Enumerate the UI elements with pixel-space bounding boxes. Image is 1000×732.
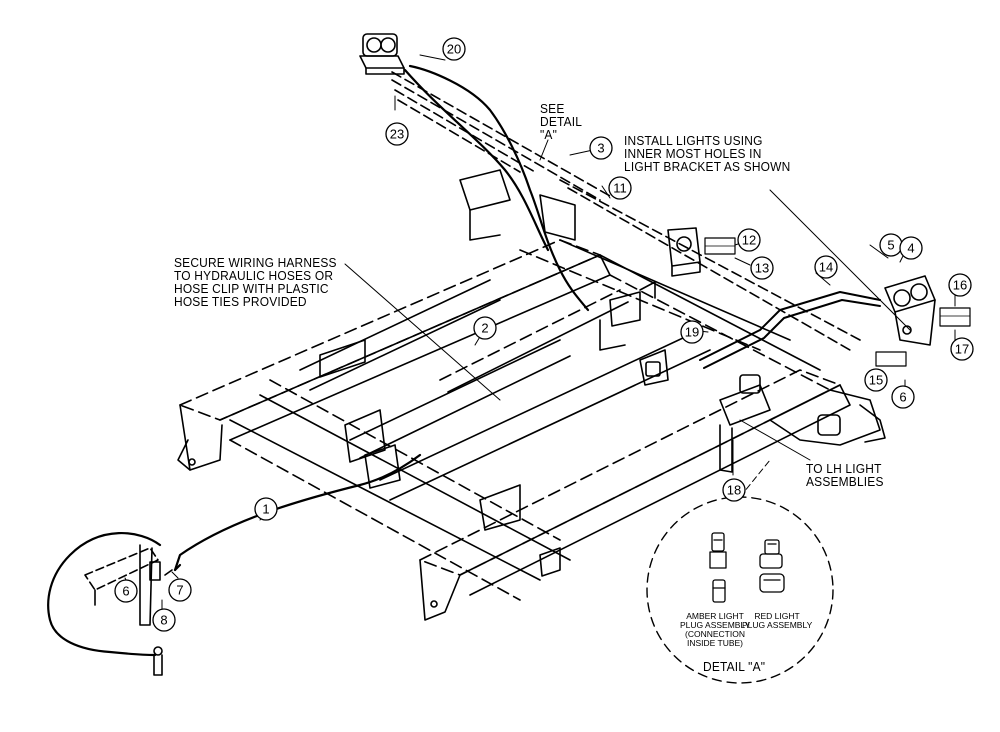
callout-number: 3 [597, 141, 604, 156]
callout-circle [948, 273, 972, 297]
callout-circle [385, 122, 409, 146]
right-light-assembly [884, 275, 936, 346]
callout-number: 13 [755, 261, 769, 276]
callout-18: 18 [722, 478, 746, 502]
callout-number: 8 [160, 613, 167, 628]
callout-4: 4 [899, 236, 923, 260]
callout-circle [750, 256, 774, 280]
callout-circle [589, 136, 613, 160]
callout-19: 19 [680, 320, 704, 344]
main-frame [177, 239, 851, 621]
callout-circle [608, 176, 632, 200]
upper-tube [391, 71, 861, 351]
callout-circle [722, 478, 746, 502]
callout-number: 19 [685, 325, 699, 340]
callout-circle [864, 368, 888, 392]
bottom-left-bracket [84, 544, 173, 676]
callout-number: 14 [819, 260, 833, 275]
red-light-label: RED LIGHT PLUG ASSEMBLY [742, 611, 813, 630]
harness-1 [47, 453, 422, 657]
callout-number: 12 [742, 233, 756, 248]
callout-3: 3 [589, 136, 613, 160]
callout-11: 11 [608, 176, 632, 200]
callout-20: 20 [442, 37, 466, 61]
callout-1: 1 [254, 497, 278, 521]
to-lh-light-note: TO LH LIGHT ASSEMBLIES [806, 461, 884, 489]
callout-23: 23 [385, 122, 409, 146]
callout-circle [254, 497, 278, 521]
callout-number: 2 [481, 321, 488, 336]
middle-bracket [667, 227, 701, 277]
callout-number: 20 [447, 42, 461, 57]
hitch-parts [639, 349, 886, 446]
callout-number: 5 [887, 238, 894, 253]
see-detail-note: SEE DETAIL "A" [540, 101, 583, 142]
callout-16: 16 [948, 273, 972, 297]
callout-7: 7 [168, 578, 192, 602]
decal-15 [875, 351, 907, 367]
callout-number: 6 [899, 390, 906, 405]
left-bracket [319, 339, 561, 577]
callout-number: 16 [953, 278, 967, 293]
wiring-harness-top [403, 64, 590, 312]
callout-5: 5 [879, 233, 903, 257]
secure-wiring-note: SECURE WIRING HARNESS TO HYDRAULIC HOSES… [174, 255, 337, 309]
callout-14: 14 [814, 255, 838, 279]
callout-circle [442, 37, 466, 61]
callout-8: 8 [152, 608, 176, 632]
callout-circle [899, 236, 923, 260]
callout-circle [152, 608, 176, 632]
callout-number: 1 [262, 502, 269, 517]
callout-number: 17 [955, 342, 969, 357]
callout-number: 4 [907, 241, 914, 256]
callout-2: 2 [473, 316, 497, 340]
callout-15: 15 [864, 368, 888, 392]
callout-17: 17 [950, 337, 974, 361]
callout-circle [680, 320, 704, 344]
callout-6: 6 [891, 385, 915, 409]
callout-circle [891, 385, 915, 409]
top-light-assembly [359, 33, 405, 75]
hose-clip-18 [719, 424, 733, 473]
callout-6: 6 [114, 579, 138, 603]
callout-number: 11 [613, 181, 627, 196]
callout-number: 7 [176, 583, 183, 598]
detail-a-title: DETAIL "A" [703, 659, 766, 674]
callout-13: 13 [750, 256, 774, 280]
callout-circle [950, 337, 974, 361]
install-lights-note: INSTALL LIGHTS USING INNER MOST HOLES IN… [624, 133, 791, 174]
callout-circle [473, 316, 497, 340]
callout-circle [114, 579, 138, 603]
callout-number: 6 [122, 584, 129, 599]
amber-light-label: AMBER LIGHT PLUG ASSEMBLY (CONNECTION IN… [680, 611, 751, 648]
callout-12: 12 [737, 228, 761, 252]
upper-brackets [459, 169, 656, 351]
decal-16 [939, 307, 971, 327]
callout-number: 18 [727, 483, 741, 498]
tube-14 [699, 291, 881, 361]
callout-circle [814, 255, 838, 279]
callout-number: 23 [390, 127, 404, 142]
callout-circle [737, 228, 761, 252]
detail-a-plugs [709, 532, 785, 603]
callout-number: 15 [869, 373, 883, 388]
callout-circle [168, 578, 192, 602]
